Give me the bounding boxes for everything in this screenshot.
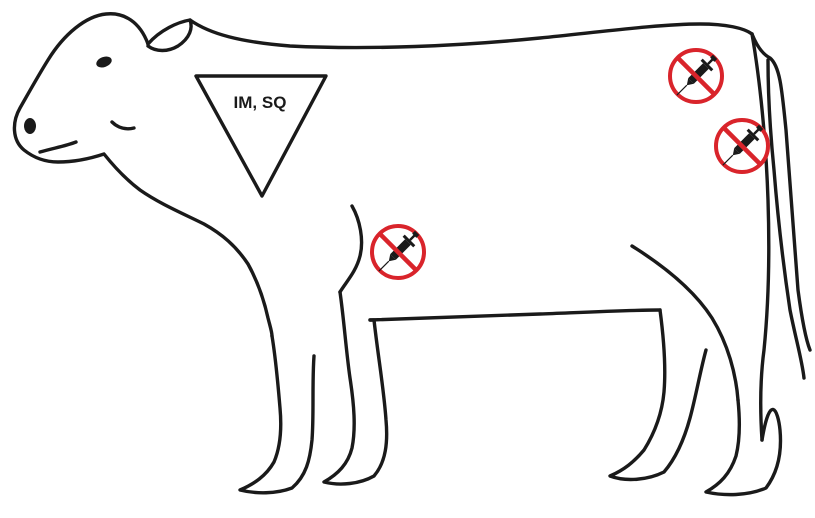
head [14, 14, 272, 336]
ear [148, 20, 191, 51]
hind-leg-right [706, 400, 780, 495]
hind-leg-left [610, 310, 706, 479]
prohibited-sites [372, 50, 768, 278]
no-syringe-icon-upper-hip [670, 50, 722, 102]
back [190, 20, 752, 48]
mouth [40, 142, 76, 152]
nostril [24, 118, 36, 134]
hind-thigh [752, 34, 769, 440]
tail-inner [768, 60, 804, 378]
eye [95, 55, 113, 70]
front-leg-left [240, 336, 314, 493]
cheek [112, 122, 134, 129]
no-syringe-icon-shoulder [372, 226, 424, 278]
injection-zone: IM, SQ [196, 76, 326, 196]
elbow [340, 206, 362, 292]
injection-zone-label: IM, SQ [234, 93, 287, 112]
no-syringe-icon-rear-leg [716, 120, 768, 172]
flank [632, 246, 738, 400]
belly [370, 310, 660, 320]
